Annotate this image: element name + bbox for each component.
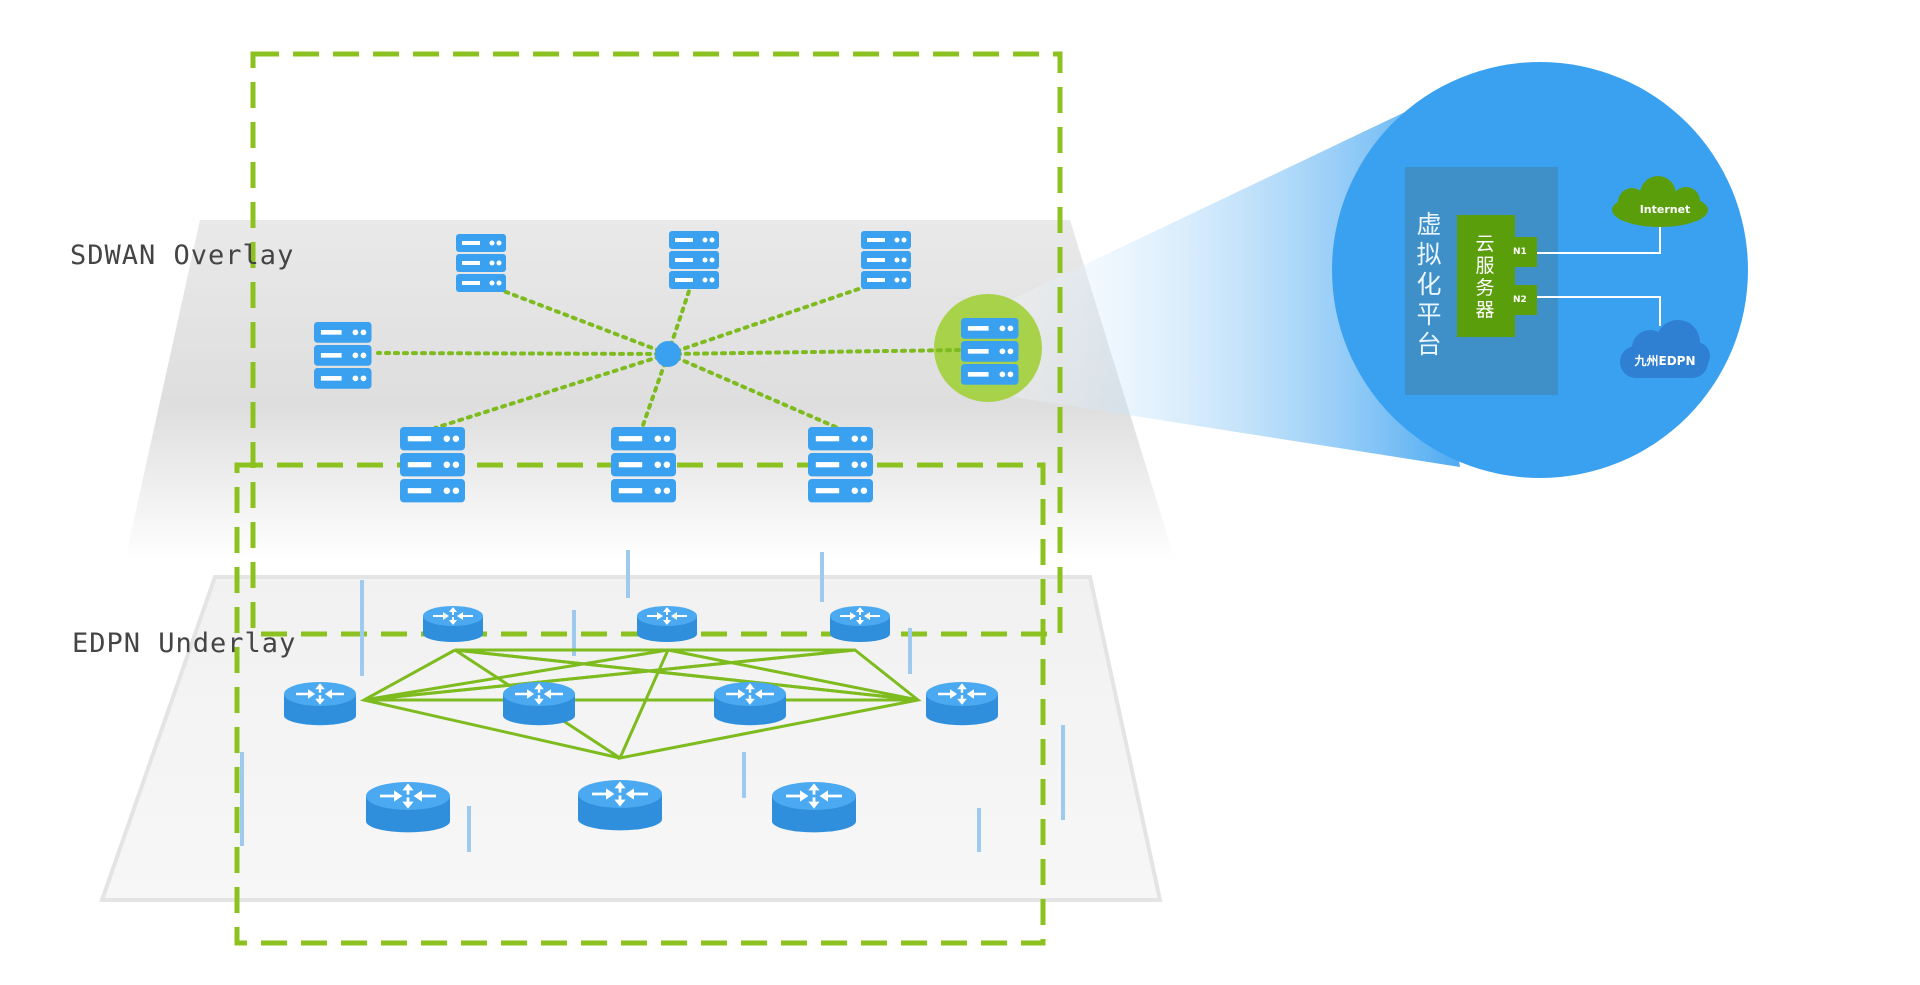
server-icon xyxy=(400,427,465,503)
server-icon xyxy=(808,427,873,503)
overlay-dashed-box xyxy=(250,51,1063,637)
server-icon xyxy=(314,322,372,389)
router-icon xyxy=(830,606,890,642)
router-icon xyxy=(423,606,483,642)
underlay-mesh xyxy=(359,648,922,761)
underlay-layer-label: EDPN Underlay xyxy=(72,628,297,659)
highlighted-server-icon xyxy=(961,318,1019,385)
overlay-layer-label: SDWAN Overlay xyxy=(70,240,295,271)
cloud-icon xyxy=(1612,176,1708,227)
n2-link xyxy=(1537,296,1661,326)
n1-link xyxy=(1537,224,1661,254)
router-icon xyxy=(503,682,575,726)
overlay-plane xyxy=(125,220,1175,560)
server-icon xyxy=(861,231,911,289)
internet-cloud-label: Internet xyxy=(1639,203,1691,216)
edpn-cloud-label: 九州EDPN xyxy=(1634,354,1696,368)
cloud-server-label: 云服务器 xyxy=(1475,233,1495,321)
underlay-routers xyxy=(284,606,998,833)
hub-node-icon xyxy=(655,341,681,367)
vertical-connectors xyxy=(240,550,1065,852)
port-n1-label: N1 xyxy=(1513,247,1527,257)
virtualization-platform-label: 虚拟化平台 xyxy=(1416,210,1442,359)
port-n1-box xyxy=(1510,237,1537,267)
router-icon xyxy=(284,682,356,726)
port-n2-box xyxy=(1510,285,1537,315)
server-icon xyxy=(611,427,676,503)
port-n2-label: N2 xyxy=(1513,295,1527,305)
router-icon xyxy=(772,782,856,833)
router-icon xyxy=(714,682,786,726)
router-icon xyxy=(926,682,998,726)
server-icon xyxy=(669,231,719,289)
router-icon xyxy=(578,780,662,831)
overlay-servers xyxy=(314,231,1019,503)
router-icon xyxy=(637,606,697,642)
underlay-plane xyxy=(99,575,1163,902)
cloud-server-box xyxy=(1457,215,1515,337)
router-icon xyxy=(366,782,450,833)
server-icon xyxy=(456,234,506,292)
cloud-icon xyxy=(1620,320,1710,378)
